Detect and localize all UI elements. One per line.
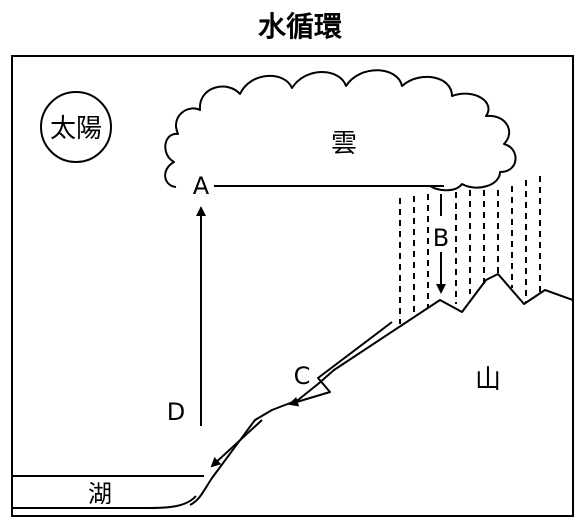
label-c: C	[294, 362, 311, 390]
mountain-label: 山	[475, 365, 501, 395]
cloud-label: 雲	[331, 129, 357, 159]
label-b: B	[433, 224, 449, 252]
label-d: D	[167, 398, 185, 426]
sun-label: 太陽	[50, 114, 102, 144]
cloud-shape	[164, 69, 517, 192]
sun-circle	[40, 91, 112, 163]
diagram-title: 水循環	[258, 10, 343, 43]
mountain-outline	[189, 273, 573, 506]
diagram-frame	[11, 55, 574, 517]
lake-label: 湖	[88, 480, 112, 508]
lake-bed	[12, 495, 197, 509]
label-a: A	[193, 172, 210, 200]
arrow-c-runoff-lower	[210, 419, 263, 468]
arrow-c-runoff-upper	[288, 321, 393, 407]
rain-lines	[399, 176, 541, 324]
